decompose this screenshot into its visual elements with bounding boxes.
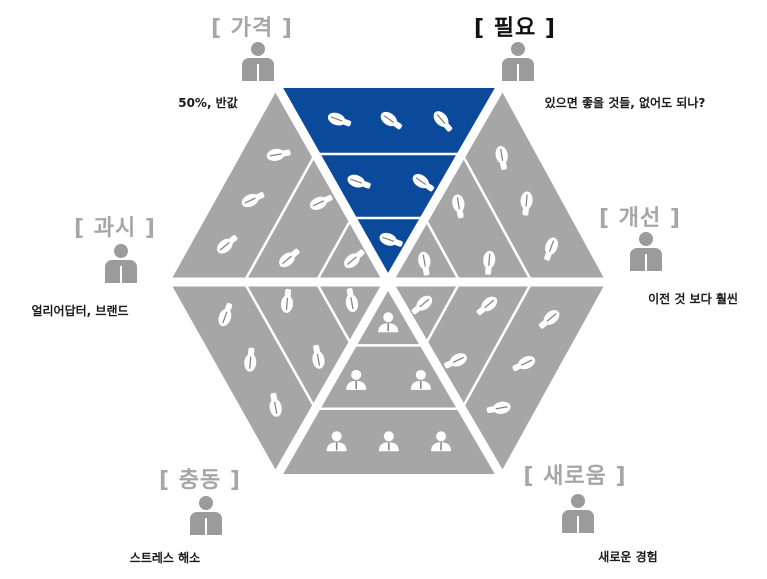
person-icon xyxy=(561,494,595,534)
hand-icon xyxy=(433,111,453,132)
divider-spoke xyxy=(383,277,505,479)
hand-icon xyxy=(344,249,365,269)
sector-showoff xyxy=(170,282,388,474)
hand-icon xyxy=(486,401,511,414)
hand-icon xyxy=(495,145,508,170)
hand-icon xyxy=(347,174,371,189)
hand-icon xyxy=(345,288,359,313)
businessperson-icon xyxy=(378,431,399,452)
hand-icon xyxy=(544,237,558,261)
hand-icon xyxy=(452,194,465,219)
hand-icon xyxy=(418,251,431,276)
hand-icon xyxy=(269,392,282,417)
person-icon xyxy=(104,244,138,284)
sector-need xyxy=(278,88,500,282)
person-icon xyxy=(189,496,223,536)
band-line xyxy=(460,153,533,283)
divider-spoke xyxy=(273,277,393,479)
hand-icon xyxy=(538,310,560,329)
band-line xyxy=(460,281,533,410)
hand-icon xyxy=(279,248,300,268)
segment-title-showoff: [ 과시 ] xyxy=(74,216,156,241)
band-line xyxy=(423,281,462,346)
segment-title-impulse: [ 충동 ] xyxy=(159,468,241,493)
hand-icon xyxy=(380,111,403,130)
band-line xyxy=(243,153,317,283)
hand-icon xyxy=(411,295,433,315)
segment-desc-improve: 이전 것 보다 훨씬 xyxy=(648,292,738,306)
hand-icon xyxy=(483,250,496,275)
divider-spoke xyxy=(273,83,393,287)
band-line xyxy=(314,217,353,283)
divider-spoke xyxy=(383,83,505,287)
person-icon xyxy=(501,42,535,82)
hand-icon xyxy=(280,288,294,313)
band-line xyxy=(423,217,462,283)
hand-icon xyxy=(327,112,352,127)
hand-icon xyxy=(379,232,403,247)
hand-icon xyxy=(444,353,467,369)
segment-desc-need: 있으면 좋을 것들, 없어도 되나? xyxy=(544,96,706,110)
sector-novelty xyxy=(388,282,606,474)
person-icon xyxy=(629,232,663,272)
hand-icon xyxy=(218,302,233,327)
segment-title-price: [ 가격 ] xyxy=(211,16,293,41)
hand-icon xyxy=(216,235,238,254)
hand-icon xyxy=(476,296,498,316)
businessperson-icon xyxy=(346,369,367,390)
hand-icon xyxy=(244,347,257,372)
hand-icon xyxy=(309,194,333,210)
band-line xyxy=(243,281,317,410)
band-line xyxy=(314,281,353,346)
sector-improve xyxy=(388,88,606,282)
sector-impulse xyxy=(278,282,500,474)
businessperson-icon xyxy=(410,369,431,390)
businessperson-icon xyxy=(378,312,399,333)
segment-desc-impulse: 스트레스 해소 xyxy=(129,551,201,565)
businessperson-icon xyxy=(431,431,452,452)
segment-desc-novelty: 새로운 경험 xyxy=(598,550,658,564)
segment-desc-showoff: 얼리어답터, 브랜드 xyxy=(31,304,129,318)
segment-title-need: [ 필요 ] xyxy=(474,16,556,41)
segment-title-improve: [ 개선 ] xyxy=(599,206,681,231)
segment-title-novelty: [ 새로움 ] xyxy=(523,464,627,489)
hand-icon xyxy=(412,173,435,192)
hand-icon xyxy=(312,344,325,369)
hand-icon xyxy=(266,148,291,162)
segment-desc-price: 50%, 반값 xyxy=(178,96,238,110)
businessperson-icon xyxy=(326,431,347,452)
hand-icon xyxy=(512,356,536,372)
hand-icon xyxy=(241,192,265,208)
person-icon xyxy=(241,42,275,82)
hand-icon xyxy=(520,191,533,216)
sector-price xyxy=(170,88,388,282)
